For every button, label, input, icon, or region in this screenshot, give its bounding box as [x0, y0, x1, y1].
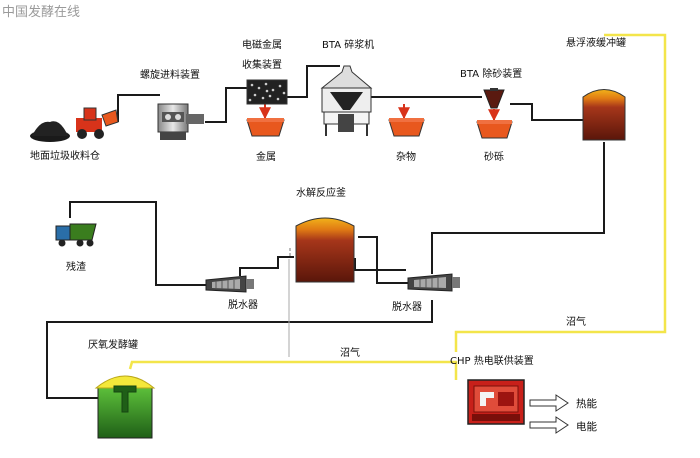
label-silo: 地面垃圾收料仓 — [30, 151, 100, 162]
pipe-dewater-anaerobic — [46, 300, 433, 399]
label-anaerobic-tank: 厌氧发酵罐 — [88, 340, 138, 351]
grit-bin-icon — [476, 120, 513, 139]
desander-icon — [483, 88, 505, 109]
pipe-buffer-dewater — [431, 142, 605, 274]
biogas-lines — [128, 33, 667, 380]
pipe-hydrolysis-dewater — [239, 256, 294, 276]
label-magnetic-2: 收集装置 — [242, 60, 282, 71]
chp-unit-icon — [467, 379, 525, 425]
pipe-dewater-residue — [69, 201, 206, 286]
label-metal: 金属 — [256, 152, 276, 163]
pipe-feeder-magnetic — [205, 87, 247, 123]
label-biogas-2: 沼气 — [340, 348, 360, 359]
label-heat: 热能 — [576, 398, 597, 410]
label-dewater-left: 脱水器 — [228, 300, 258, 311]
label-bta-crusher: BTA 碎浆机 — [322, 40, 375, 51]
label-chp-unit: CHP 热电联供装置 — [450, 356, 534, 367]
label-hydrolysis-reactor: 水解反应釜 — [296, 188, 346, 199]
label-biogas-1: 沼气 — [566, 317, 586, 328]
process-pipes — [46, 65, 605, 399]
pipe-dewater-hydrolysis — [358, 236, 422, 284]
hydrolysis-reactor-icon — [295, 217, 355, 283]
label-impurities: 杂物 — [396, 152, 416, 163]
watermark-text: 中国发酵在线 — [2, 5, 81, 20]
screw-feeder-icon — [157, 103, 204, 140]
label-residue: 残渣 — [66, 262, 86, 273]
pipe-silo-feeder — [117, 94, 160, 122]
label-power: 电能 — [576, 421, 597, 433]
pipe-hydrolysis-loop — [354, 258, 406, 271]
bta-crusher-icon — [320, 65, 373, 136]
label-dewater-right: 脱水器 — [392, 302, 422, 313]
loader-icon — [76, 107, 119, 139]
metal-bin-icon — [246, 118, 285, 137]
label-buffer-tank: 悬浮液缓冲罐 — [566, 38, 626, 49]
discharge-arrows — [259, 104, 500, 122]
label-magnetic-1: 电磁金属 — [242, 40, 282, 51]
energy-output-arrows — [529, 394, 569, 434]
pipe-desander-buffer — [510, 103, 583, 121]
label-grit: 砂砾 — [484, 152, 504, 163]
waste-pile-icon — [30, 121, 70, 142]
dewaterer-left-icon — [205, 275, 254, 293]
residue-truck-icon — [55, 223, 97, 247]
magnetic-separator-icon — [246, 79, 288, 105]
label-screw-feeder: 螺旋进料装置 — [140, 70, 200, 81]
pipe-magnetic-crusher — [287, 65, 340, 98]
dewaterer-right-icon — [407, 273, 460, 292]
label-bta-desander: BTA 除砂装置 — [460, 69, 523, 80]
buffer-tank-icon — [582, 89, 626, 141]
anaerobic-tank-icon — [94, 375, 156, 439]
impurities-bin-icon — [388, 118, 425, 137]
